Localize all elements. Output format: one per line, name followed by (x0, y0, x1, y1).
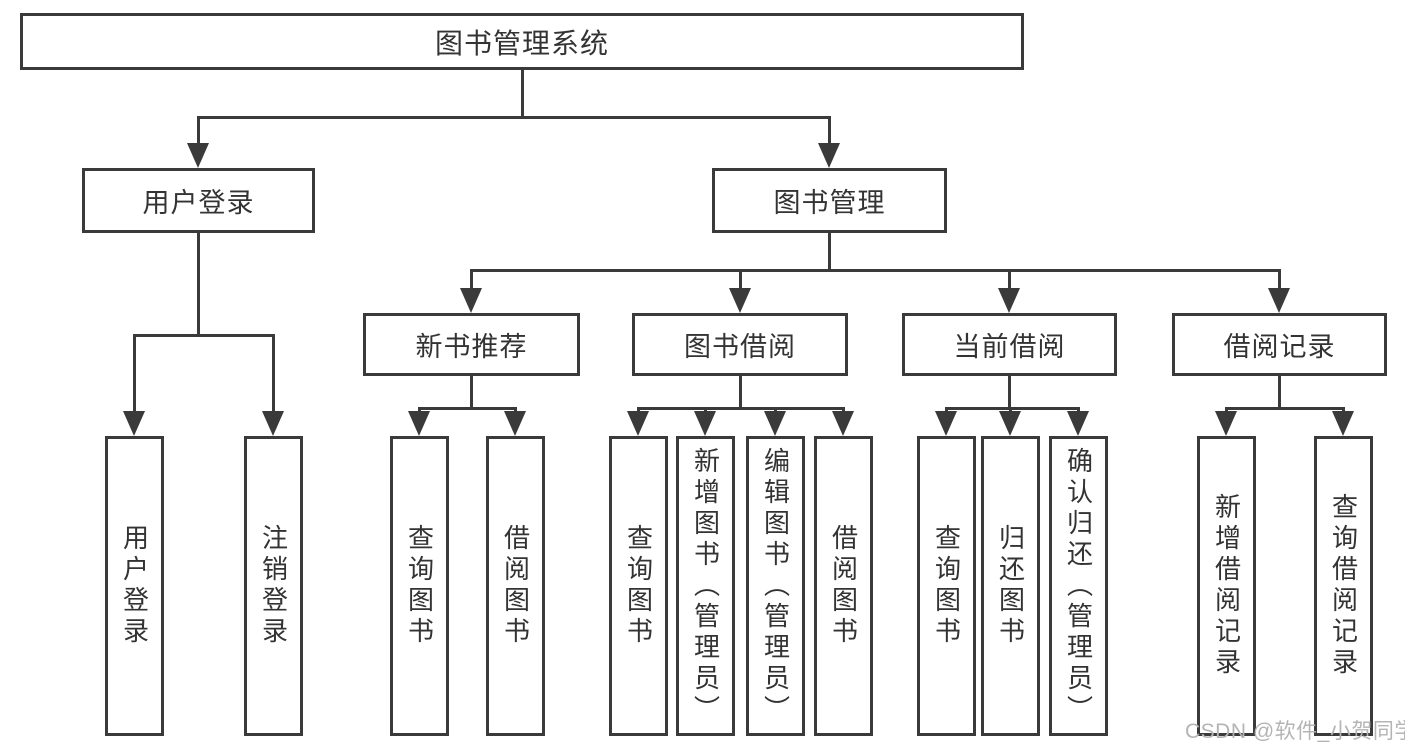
connector-vline (739, 269, 742, 289)
connector-vline (828, 116, 831, 146)
arrowhead-down-icon (262, 411, 284, 436)
connector-hline (197, 116, 831, 119)
connector-vline (470, 269, 473, 289)
leaf-current-query-books: 查询图书 (917, 436, 976, 736)
connector-vline (828, 233, 831, 271)
arrowhead-down-icon (1215, 411, 1237, 436)
leaf-recommend-query-books: 查询图书 (390, 436, 449, 736)
node-current-borrow: 当前借阅 (902, 313, 1117, 376)
csdn-watermark: CSDN @软件_小贺同学 (1185, 720, 1405, 743)
connector-vline (470, 376, 473, 409)
arrowhead-down-icon (998, 288, 1020, 313)
leaf-logout-label: 注销登录 (258, 524, 289, 648)
leaf-borrow-query-books: 查询图书 (609, 436, 668, 736)
connector-vline (945, 407, 948, 414)
node-new-book-recommend: 新书推荐 (363, 313, 580, 376)
leaf-return-books-label: 归还图书 (995, 524, 1026, 648)
connector-hline (418, 407, 517, 410)
leaf-user-login: 用户登录 (105, 436, 164, 736)
node-borrow-records-label: 借阅记录 (1223, 332, 1336, 362)
leaf-add-borrow-record: 新增借阅记录 (1197, 436, 1256, 736)
connector-vline (197, 233, 200, 336)
arrowhead-down-icon (935, 411, 957, 436)
connector-vline (704, 407, 707, 414)
connector-vline (1342, 407, 1345, 414)
connector-vline (272, 334, 275, 412)
leaf-query-borrow-record: 查询借阅记录 (1314, 436, 1373, 736)
node-user-login: 用户登录 (82, 168, 315, 233)
connector-hline (133, 334, 275, 337)
leaf-recommend-borrow-books-label: 借阅图书 (500, 524, 531, 648)
node-user-login-label: 用户登录 (142, 188, 255, 218)
connector-vline (1008, 269, 1011, 289)
connector-hline (945, 407, 1080, 410)
leaf-edit-book-admin: 编辑图书（管理员） (746, 436, 805, 736)
connector-vline (842, 407, 845, 414)
node-borrow-records: 借阅记录 (1172, 313, 1387, 376)
leaf-borrow-books-label: 借阅图书 (828, 524, 859, 648)
arrowhead-down-icon (504, 411, 526, 436)
leaf-recommend-borrow-books: 借阅图书 (486, 436, 545, 736)
leaf-add-book-admin: 新增图书（管理员） (676, 436, 735, 736)
connector-vline (514, 407, 517, 414)
connector-vline (1278, 269, 1281, 289)
leaf-query-borrow-record-label: 查询借阅记录 (1328, 493, 1359, 679)
connector-vline (197, 116, 200, 146)
connector-vline (774, 407, 777, 414)
node-book-borrow: 图书借阅 (632, 313, 848, 376)
leaf-add-borrow-record-label: 新增借阅记录 (1211, 493, 1242, 679)
connector-hline (637, 407, 845, 410)
connector-vline (133, 334, 136, 412)
arrowhead-down-icon (1067, 411, 1089, 436)
arrowhead-down-icon (460, 288, 482, 313)
connector-vline (1077, 407, 1080, 414)
arrowhead-down-icon (187, 143, 209, 168)
node-root-label: 图书管理系统 (434, 27, 609, 59)
arrowhead-down-icon (123, 411, 145, 436)
node-book-management: 图书管理 (712, 168, 947, 233)
arrowhead-down-icon (1332, 411, 1354, 436)
arrowhead-down-icon (408, 411, 430, 436)
connector-hline (470, 269, 1281, 272)
arrowhead-down-icon (999, 411, 1021, 436)
connector-vline (739, 376, 742, 409)
connector-vline (1225, 407, 1228, 414)
connector-vline (637, 407, 640, 414)
connector-vline (1009, 407, 1012, 414)
leaf-confirm-return-admin: 确认归还（管理员） (1049, 436, 1108, 736)
node-new-book-recommend-label: 新书推荐 (415, 332, 528, 362)
node-book-management-label: 图书管理 (773, 188, 886, 218)
leaf-add-book-admin-label: 新增图书（管理员） (690, 446, 721, 726)
arrowhead-down-icon (729, 288, 751, 313)
node-book-borrow-label: 图书借阅 (684, 332, 796, 362)
leaf-logout: 注销登录 (244, 436, 303, 736)
leaf-recommend-query-books-label: 查询图书 (404, 524, 435, 648)
leaf-return-books: 归还图书 (981, 436, 1040, 736)
leaf-edit-book-admin-label: 编辑图书（管理员） (760, 446, 791, 726)
connector-hline (1225, 407, 1345, 410)
leaf-current-query-books-label: 查询图书 (931, 524, 962, 648)
arrowhead-down-icon (818, 143, 840, 168)
leaf-confirm-return-admin-label: 确认归还（管理员） (1063, 446, 1094, 726)
arrowhead-down-icon (764, 411, 786, 436)
leaf-borrow-query-books-label: 查询图书 (623, 524, 654, 648)
connector-vline (1278, 376, 1281, 409)
leaf-user-login-label: 用户登录 (119, 524, 150, 648)
node-current-borrow-label: 当前借阅 (953, 332, 1066, 362)
connector-vline (418, 407, 421, 414)
leaf-borrow-books: 借阅图书 (814, 436, 873, 736)
arrowhead-down-icon (627, 411, 649, 436)
connector-vline (1008, 376, 1011, 409)
arrowhead-down-icon (832, 411, 854, 436)
arrowhead-down-icon (694, 411, 716, 436)
connector-vline (521, 70, 524, 116)
node-root: 图书管理系统 (20, 13, 1024, 70)
arrowhead-down-icon (1268, 288, 1290, 313)
